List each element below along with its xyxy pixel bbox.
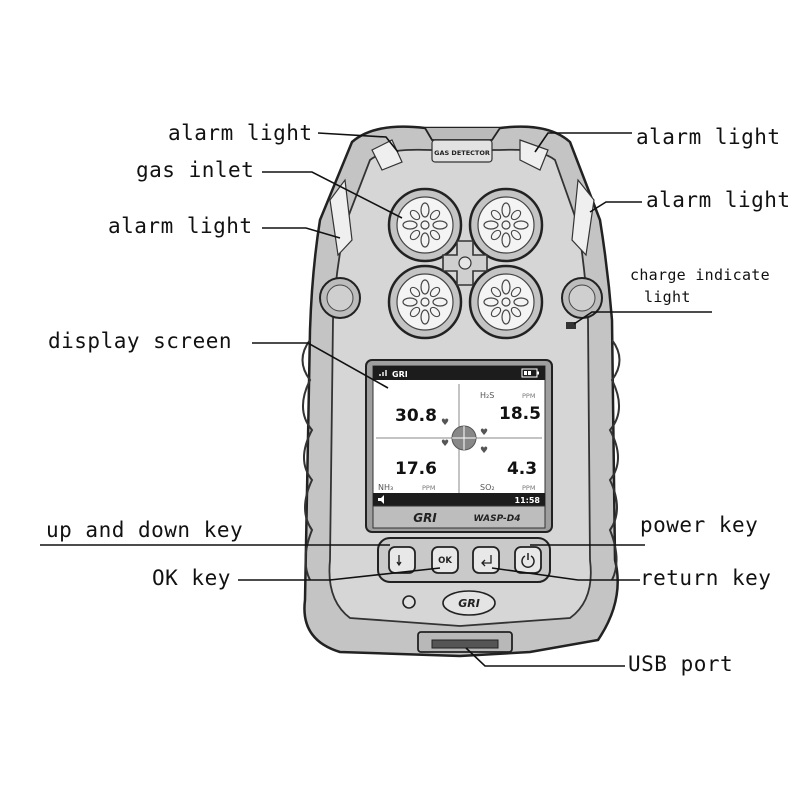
ok-key[interactable]: OK bbox=[431, 546, 459, 574]
usb-port-slot bbox=[431, 639, 499, 649]
screen-status-bar bbox=[373, 366, 545, 380]
return-key[interactable] bbox=[472, 546, 500, 574]
speaker-icon bbox=[378, 495, 384, 504]
left-grip bbox=[301, 339, 314, 581]
leader-return bbox=[491, 567, 640, 581]
leader-alarm-right bbox=[589, 201, 642, 213]
leader-alarm-top-right bbox=[534, 132, 632, 153]
screen-time: 11:58 bbox=[515, 496, 541, 505]
up-and-down-key[interactable] bbox=[388, 546, 416, 574]
reading-1-value: 30.8 bbox=[395, 406, 437, 426]
power-key[interactable] bbox=[514, 546, 542, 574]
sensor-inlets bbox=[387, 187, 544, 340]
leader-alarm-left bbox=[262, 227, 341, 239]
sensor-grille-icon bbox=[387, 264, 463, 340]
label-charge-indicate-1: charge indicate bbox=[630, 266, 770, 284]
crosshair-icon bbox=[442, 240, 488, 286]
leader-alarm-top-left bbox=[317, 132, 399, 153]
bottom-logo-plate bbox=[442, 590, 496, 616]
label-alarm-light-top-left: alarm light bbox=[168, 121, 313, 145]
brand-strip-model: WASP-D4 bbox=[474, 514, 521, 524]
label-power-key: power key bbox=[640, 513, 759, 537]
brand-strip-logo: GRI bbox=[413, 511, 437, 525]
leader-charge bbox=[573, 311, 712, 325]
leader-lines bbox=[40, 132, 712, 667]
side-knob-left-inner bbox=[326, 284, 354, 312]
label-display-screen: display screen bbox=[48, 329, 233, 353]
leader-ok bbox=[238, 567, 441, 581]
heart-icon: ♥ bbox=[441, 418, 449, 428]
sound-port bbox=[402, 595, 416, 609]
label-ok-key: OK key bbox=[152, 566, 231, 590]
reading-3-unit: PPM bbox=[422, 484, 435, 492]
return-arrow-icon bbox=[481, 555, 492, 567]
up-down-arrow-icon bbox=[396, 555, 402, 567]
screen-bottom-bar bbox=[373, 493, 545, 506]
charge-indicator-light bbox=[566, 322, 576, 329]
reading-2-value: 18.5 bbox=[499, 404, 541, 424]
sensor-grille-icon bbox=[468, 264, 544, 340]
brand-strip bbox=[372, 505, 546, 529]
label-usb-port: USB port bbox=[628, 652, 734, 676]
alarm-lens-right bbox=[571, 178, 595, 257]
power-icon bbox=[521, 553, 535, 568]
label-return-key: return key bbox=[640, 566, 772, 590]
label-charge-indicate-2: light bbox=[644, 288, 691, 306]
sensor-grille-icon bbox=[468, 187, 544, 263]
reading-2-unit: PPM bbox=[522, 392, 535, 400]
label-up-and-down-key: up and down key bbox=[46, 518, 244, 542]
screen-status-brand: GRI bbox=[392, 370, 408, 379]
reading-3-gas: NH₃ bbox=[378, 483, 393, 492]
reading-4-value: 4.3 bbox=[507, 459, 537, 479]
ok-key-glyph: OK bbox=[438, 556, 452, 566]
label-alarm-light-right: alarm light bbox=[646, 188, 791, 212]
battery-icon bbox=[521, 368, 539, 378]
label-gas-inlet: gas inlet bbox=[136, 158, 255, 182]
leader-usb bbox=[465, 647, 625, 667]
top-alarm-housing bbox=[424, 127, 501, 141]
right-grip bbox=[608, 339, 621, 581]
reading-3-value: 17.6 bbox=[395, 459, 437, 479]
bottom-logo: GRI bbox=[458, 597, 480, 610]
keypad-panel bbox=[377, 537, 551, 583]
top-badge-plate bbox=[431, 139, 493, 163]
heart-icon: ♥ bbox=[480, 446, 488, 456]
sensor-grille-icon bbox=[387, 187, 463, 263]
reading-4-gas: SO₂ bbox=[480, 483, 495, 492]
reading-4-unit: PPM bbox=[522, 484, 535, 492]
leader-display bbox=[252, 342, 389, 389]
heart-icon: ♥ bbox=[441, 439, 449, 449]
label-alarm-light-top-right: alarm light bbox=[636, 125, 781, 149]
signal-icon bbox=[379, 370, 387, 376]
leader-gas-inlet bbox=[262, 171, 403, 219]
reading-2-gas: H₂S bbox=[480, 391, 494, 400]
top-badge-text: GAS DETECTOR bbox=[434, 149, 490, 157]
heart-icon: ♥ bbox=[480, 428, 488, 438]
side-knob-right-inner bbox=[568, 284, 596, 312]
label-alarm-light-left: alarm light bbox=[108, 214, 253, 238]
